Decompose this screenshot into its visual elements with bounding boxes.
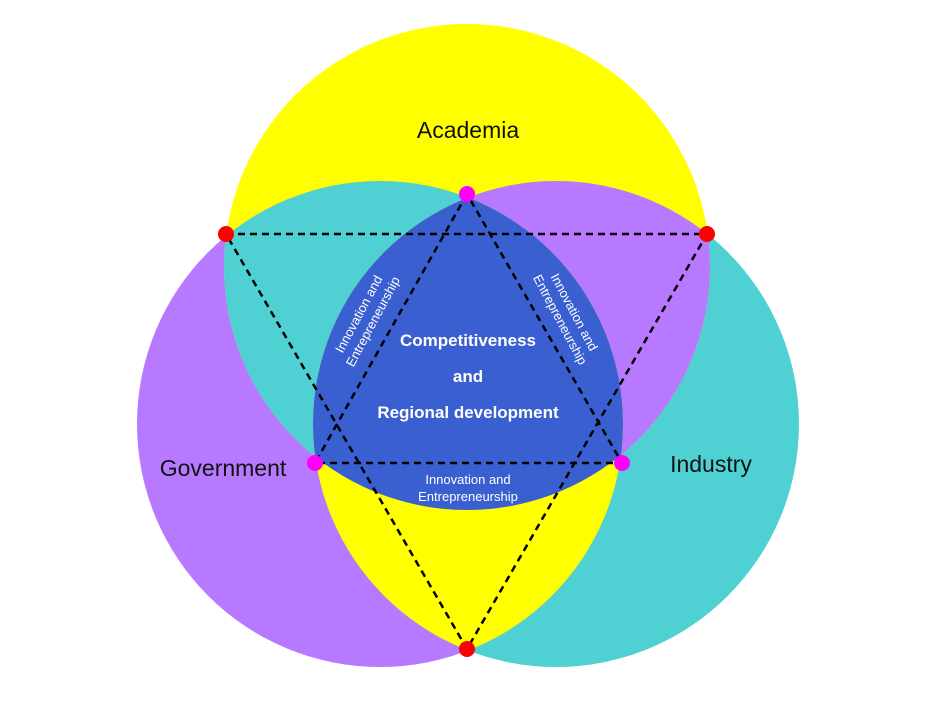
bottom-edge-line-1: Innovation and xyxy=(425,472,510,487)
center-overlap xyxy=(313,181,623,510)
outer-point-left xyxy=(218,226,234,242)
academia-label: Academia xyxy=(417,117,519,143)
inner-point-right xyxy=(614,455,630,471)
inner-point-left xyxy=(307,455,323,471)
center-line-1: Competitiveness xyxy=(400,331,536,350)
outer-dashed-triangle xyxy=(223,232,710,652)
government-label: Government xyxy=(160,455,287,481)
outer-point-bottom xyxy=(459,641,475,657)
center-line-3: Regional development xyxy=(377,403,559,422)
inner-dashed-triangle xyxy=(312,191,625,465)
outer-point-right xyxy=(699,226,715,242)
industry-label: Industry xyxy=(670,451,752,477)
bottom-edge-line-2: Entrepreneurship xyxy=(418,489,518,504)
inner-point-top xyxy=(459,186,475,202)
center-line-2: and xyxy=(453,367,483,386)
